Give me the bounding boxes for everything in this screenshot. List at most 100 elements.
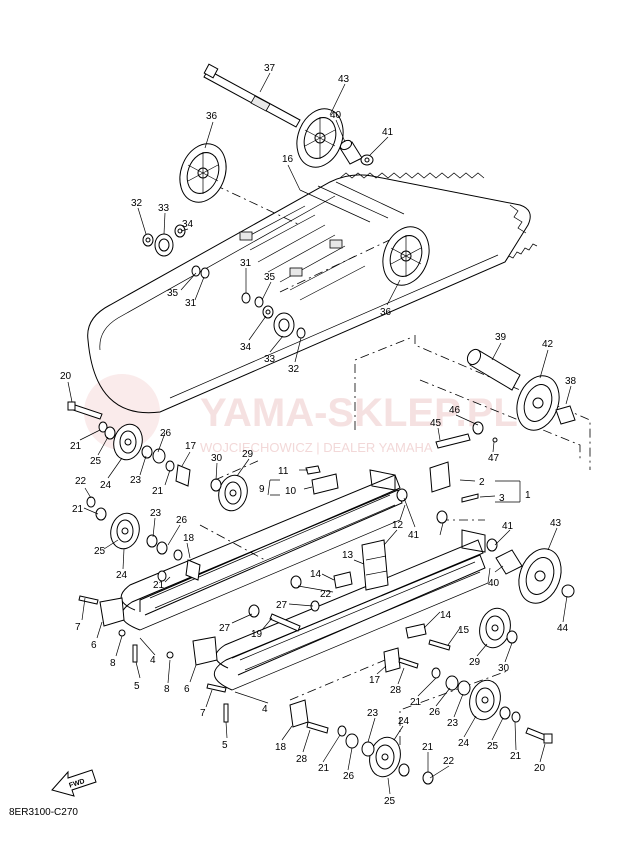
callout-32: 32 bbox=[131, 198, 143, 209]
callout-40: 40 bbox=[330, 110, 342, 121]
callout-24: 24 bbox=[398, 716, 410, 727]
callout-18: 18 bbox=[275, 742, 287, 753]
callout-21: 21 bbox=[153, 580, 165, 591]
plate-14b bbox=[405, 623, 451, 651]
callout-36: 36 bbox=[380, 307, 392, 318]
callout-8: 8 bbox=[110, 658, 116, 669]
callout-2: 2 bbox=[479, 477, 485, 488]
callout-31: 31 bbox=[185, 298, 197, 309]
callout-25: 25 bbox=[384, 796, 396, 807]
callout-32: 32 bbox=[288, 364, 300, 375]
track-belt bbox=[87, 172, 538, 414]
callout-21: 21 bbox=[152, 486, 164, 497]
bracket-18-left bbox=[185, 559, 201, 581]
callout-25: 25 bbox=[487, 741, 499, 752]
callout-20: 20 bbox=[534, 763, 546, 774]
bracket-10 bbox=[305, 465, 339, 495]
idler-wheel-36-bottom bbox=[382, 226, 430, 286]
front-tip-6-right bbox=[166, 636, 229, 723]
callout-21: 21 bbox=[422, 742, 434, 753]
nut-41-top bbox=[360, 154, 374, 166]
callout-33: 33 bbox=[264, 354, 276, 365]
callout-18: 18 bbox=[183, 533, 195, 544]
callout-24: 24 bbox=[116, 570, 128, 581]
callout-labels: 37 43 36 40 41 16 32 33 34 31 35 31 35 3… bbox=[60, 63, 577, 807]
wheel-29-left bbox=[210, 474, 248, 512]
callout-7: 7 bbox=[200, 708, 206, 719]
callout-23: 23 bbox=[130, 475, 142, 486]
collar-40-top bbox=[339, 139, 363, 165]
callout-38: 38 bbox=[565, 376, 577, 387]
callout-28: 28 bbox=[390, 685, 402, 696]
callout-40: 40 bbox=[488, 578, 500, 589]
callout-19: 19 bbox=[251, 629, 263, 640]
front-tip-6-left bbox=[78, 595, 138, 663]
callout-4: 4 bbox=[262, 704, 268, 715]
bracket-17-left bbox=[165, 460, 191, 487]
callout-14: 14 bbox=[440, 610, 452, 621]
callout-21: 21 bbox=[318, 763, 330, 774]
callout-22: 22 bbox=[443, 756, 455, 767]
bracket-13 bbox=[361, 539, 389, 591]
guide-lines bbox=[199, 184, 591, 745]
callout-37: 37 bbox=[264, 63, 276, 74]
callout-41: 41 bbox=[382, 127, 394, 138]
wheel-43-right bbox=[518, 548, 562, 604]
callout-21: 21 bbox=[72, 504, 84, 515]
callout-31: 31 bbox=[240, 258, 252, 269]
callout-12: 12 bbox=[392, 520, 404, 531]
callout-36: 36 bbox=[206, 111, 218, 122]
callout-26: 26 bbox=[429, 707, 441, 718]
watermark-text: YAMA-SKLEP.PL bbox=[200, 391, 518, 435]
bolt-20-left bbox=[67, 401, 103, 420]
watermark-subtext: WOJCIECHOWICZ | DEALER YAMAHA bbox=[200, 440, 433, 455]
callout-34: 34 bbox=[182, 219, 194, 230]
callout-30: 30 bbox=[498, 663, 510, 674]
callout-10: 10 bbox=[285, 486, 297, 497]
shaft-37 bbox=[203, 63, 301, 128]
wheel-24-left-upper bbox=[98, 421, 166, 464]
bracket-2 bbox=[429, 421, 498, 503]
fwd-label: FWD bbox=[68, 778, 85, 790]
bracket-17-right bbox=[383, 647, 419, 673]
callout-42: 42 bbox=[542, 339, 554, 350]
callout-5: 5 bbox=[134, 681, 140, 692]
callout-22: 22 bbox=[75, 476, 87, 487]
callout-22: 22 bbox=[320, 589, 332, 600]
callout-27: 27 bbox=[276, 600, 288, 611]
roller-39 bbox=[466, 348, 521, 391]
callout-6: 6 bbox=[91, 640, 97, 651]
callout-1: 1 bbox=[525, 490, 531, 501]
callout-41: 41 bbox=[502, 521, 514, 532]
callout-25: 25 bbox=[94, 546, 106, 557]
callout-23: 23 bbox=[150, 508, 162, 519]
callout-27: 27 bbox=[219, 623, 231, 634]
callout-17: 17 bbox=[369, 675, 381, 686]
wheel-24-left-lower bbox=[86, 496, 183, 582]
wheel-29-right bbox=[479, 607, 518, 649]
callout-43: 43 bbox=[338, 74, 350, 85]
collar-40-right bbox=[486, 538, 575, 598]
diagram-code: 8ER3100-C270 bbox=[9, 807, 78, 818]
callout-21: 21 bbox=[70, 441, 82, 452]
callout-46: 46 bbox=[449, 405, 461, 416]
callout-39: 39 bbox=[495, 332, 507, 343]
callout-28: 28 bbox=[296, 754, 308, 765]
wheel-42 bbox=[516, 375, 560, 431]
callout-23: 23 bbox=[367, 708, 379, 719]
callout-15: 15 bbox=[458, 625, 470, 636]
callout-29: 29 bbox=[242, 449, 254, 460]
leader-lines bbox=[67, 72, 572, 795]
fwd-arrow-icon: FWD bbox=[51, 769, 97, 797]
callout-23: 23 bbox=[447, 718, 459, 729]
callout-9: 9 bbox=[259, 484, 265, 495]
callout-26: 26 bbox=[160, 428, 172, 439]
callout-35: 35 bbox=[167, 288, 179, 299]
callout-25: 25 bbox=[90, 456, 102, 467]
callout-5: 5 bbox=[222, 740, 228, 751]
callout-24: 24 bbox=[100, 480, 112, 491]
callout-21: 21 bbox=[510, 751, 522, 762]
callout-44: 44 bbox=[557, 623, 569, 634]
callout-30: 30 bbox=[211, 453, 223, 464]
